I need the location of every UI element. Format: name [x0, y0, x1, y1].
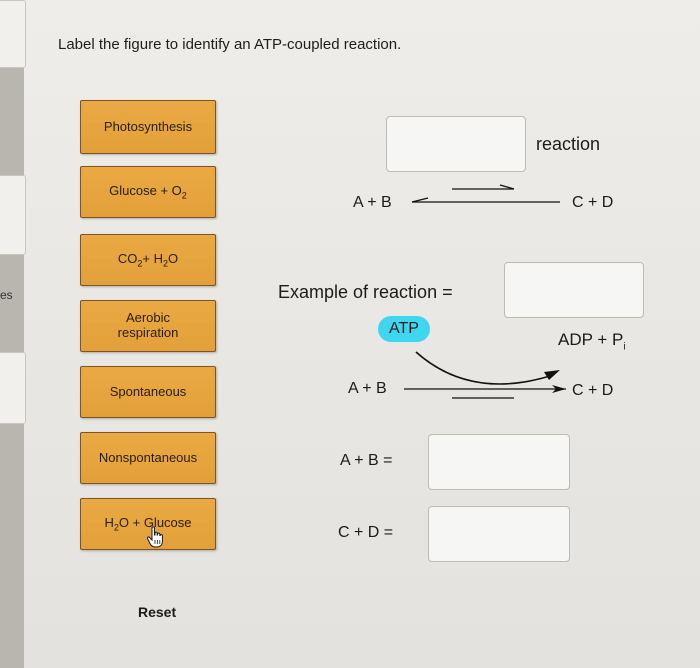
side-tab-1[interactable] — [0, 0, 26, 68]
chip-label: Glucose + O2 — [109, 182, 187, 201]
side-tab-2[interactable] — [0, 175, 26, 255]
top-products-label: C + D — [572, 194, 614, 211]
hand-cursor-icon — [146, 526, 163, 548]
atp-badge: ATP — [378, 316, 430, 342]
reaction-label: reaction — [536, 134, 601, 154]
side-tab-3[interactable] — [0, 352, 26, 424]
cd-dropbox[interactable] — [428, 506, 570, 562]
top-reactants-label: A + B — [353, 194, 392, 211]
reaction-type-dropbox[interactable] — [386, 116, 526, 172]
reset-button[interactable]: Reset — [138, 604, 177, 620]
chip-label: Photosynthesis — [103, 118, 193, 134]
chip-label: H2O + Glucose — [104, 514, 192, 533]
chip-glucose-o2[interactable]: Glucose + O2 — [80, 166, 216, 218]
chip-spontaneous[interactable]: Spontaneous — [80, 366, 216, 418]
example-reaction-label: Example of reaction = — [278, 282, 453, 302]
chip-co2-h2o[interactable]: CO2 + H2O — [80, 234, 216, 286]
chip-nonspontaneous[interactable]: Nonspontaneous — [80, 432, 216, 484]
question-instruction: Label the figure to identify an ATP-coup… — [58, 36, 402, 53]
adp-pi-label: ADP + Pi — [558, 330, 626, 353]
side-tab-label: es — [0, 288, 13, 302]
cd-equals-label: C + D = — [338, 524, 394, 541]
chip-h2o-glucose[interactable]: H2O + Glucose — [80, 498, 216, 550]
chip-aerobic-respiration[interactable]: Aerobic respiration — [80, 300, 216, 352]
chip-label: Nonspontaneous — [98, 449, 198, 465]
chip-label: Spontaneous — [109, 383, 187, 399]
chip-photosynthesis[interactable]: Photosynthesis — [80, 100, 216, 154]
chip-label: CO2 + H2O — [117, 250, 179, 269]
mid-reactants-label: A + B — [348, 380, 387, 397]
ab-dropbox[interactable] — [428, 434, 570, 490]
mid-products-label: C + D — [572, 382, 614, 399]
ab-equals-label: A + B = — [340, 452, 393, 469]
chip-label: Aerobic respiration — [117, 310, 179, 340]
example-reaction-dropbox[interactable] — [504, 262, 644, 318]
